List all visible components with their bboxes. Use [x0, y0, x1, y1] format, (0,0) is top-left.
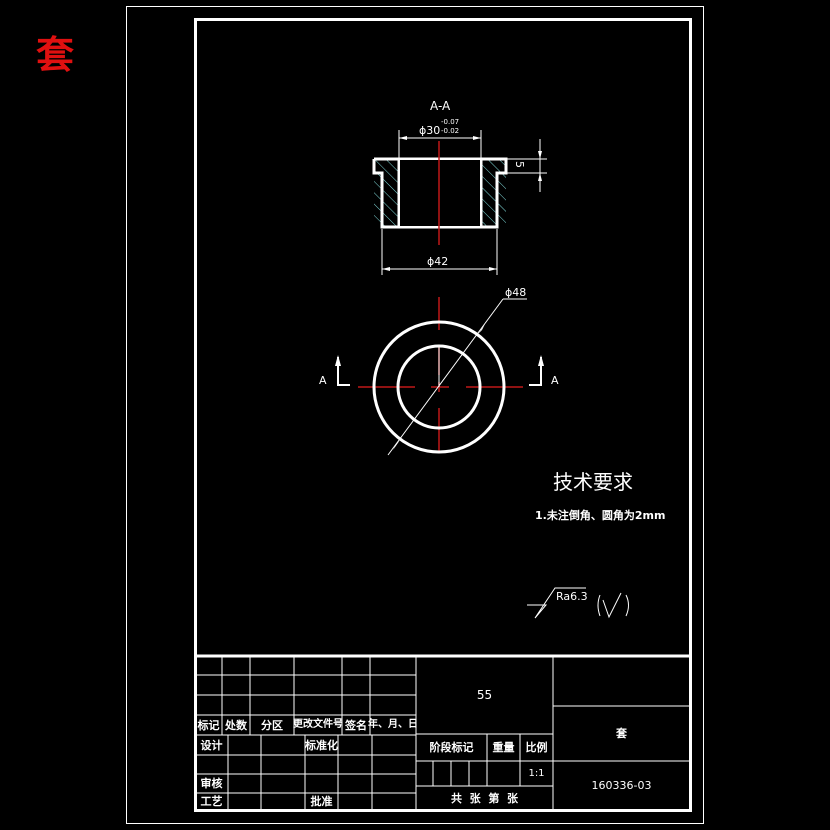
label-approve: 批准	[310, 795, 333, 808]
roughness-value: Ra6.3	[556, 590, 588, 603]
header-zone: 分区	[261, 718, 283, 732]
header-signature: 签名	[345, 718, 367, 732]
section-marker-left: A	[319, 374, 327, 387]
tech-requirement-item: 1.未注倒角、圆角为2mm	[535, 509, 666, 522]
inner-bore-upper-tolerance: -0.07	[441, 118, 460, 126]
drawing-number: 160336-03	[591, 779, 652, 792]
material-cell: 55	[476, 688, 493, 702]
scale-label: 比例	[525, 741, 548, 754]
header-mark: 标记	[197, 718, 220, 732]
section-label: A-A	[430, 99, 451, 113]
weight-label: 重量	[492, 741, 515, 754]
label-design: 设计	[200, 738, 223, 752]
section-marker-right: A	[551, 374, 559, 387]
scale-value: 1:1	[528, 767, 545, 779]
surface-roughness-symbol	[527, 587, 629, 619]
tech-requirements-heading: 技术要求	[553, 470, 633, 494]
flange-thickness-dimension: 5	[513, 161, 526, 168]
part-name: 套	[616, 727, 627, 740]
label-review: 审核	[200, 777, 223, 790]
inner-bore-dimension: ϕ30	[419, 124, 441, 137]
section-view	[372, 130, 547, 275]
part-name-mark: 套	[36, 32, 75, 77]
outer-body-dimension: ϕ42	[427, 255, 449, 268]
header-date: 年、月、日	[368, 719, 418, 730]
stage-mark-label: 阶段标记	[429, 741, 474, 754]
header-count: 处数	[225, 718, 247, 732]
flange-diameter-dimension: ϕ48	[505, 286, 527, 299]
outer-frame	[126, 6, 704, 824]
top-view	[335, 297, 544, 456]
title-block-grid	[195, 654, 690, 810]
header-change-doc: 更改文件号	[293, 719, 343, 730]
inner-bore-lower-tolerance: -0.02	[441, 127, 460, 135]
inner-frame	[194, 18, 692, 812]
sheet-info: 共 张 第 张	[451, 791, 518, 805]
label-standardization: 标准化	[305, 738, 338, 752]
label-process: 工艺	[200, 795, 223, 808]
